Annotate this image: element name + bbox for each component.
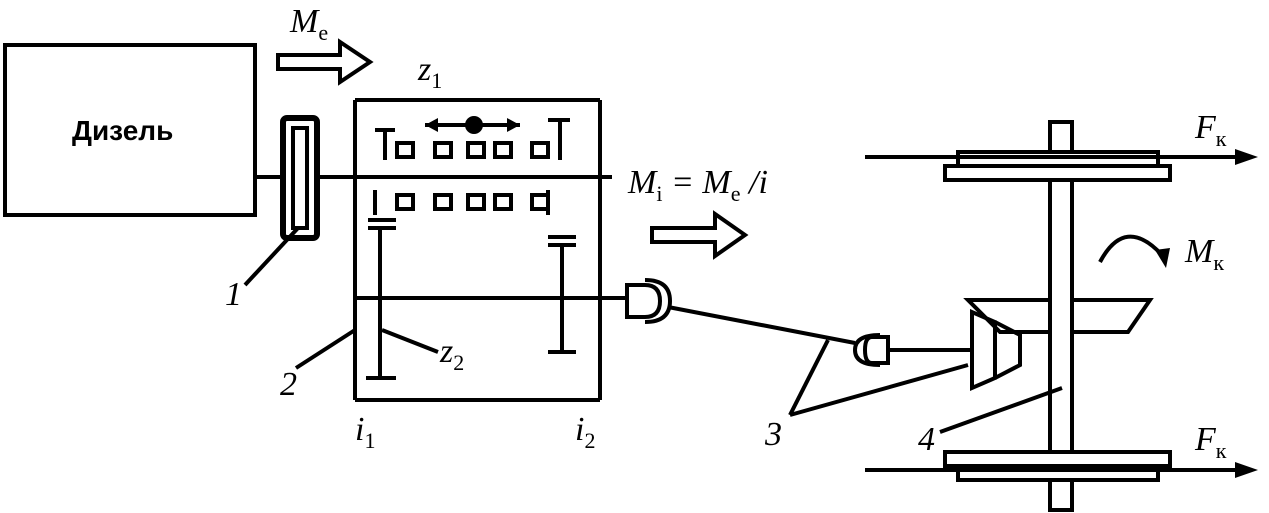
callout-2-label: 2 (280, 366, 297, 403)
callout-1-label: 1 (225, 276, 242, 313)
callout-1-leader (243, 226, 300, 287)
callout-2-leader (294, 328, 357, 370)
axle (1048, 120, 1074, 512)
wheel-torque-arrow (1098, 234, 1170, 268)
traction-top-label: Fк (1194, 109, 1227, 151)
output-torque-label: Mi = Me /i (627, 164, 768, 206)
diesel-engine-label: Дизель (72, 115, 173, 146)
input-torque-label: Me (289, 3, 328, 45)
input-torque-arrow (276, 38, 374, 86)
wheel-torque-label: Mк (1184, 233, 1224, 275)
bottom-wheel (943, 450, 1172, 482)
upper-gears (375, 116, 570, 160)
gearbox-housing (353, 98, 602, 402)
z2-leader (381, 328, 439, 354)
counter-gears (366, 218, 576, 380)
callout-3-leader-b (789, 363, 969, 417)
ratio-i2-label: i2 (575, 411, 595, 453)
callout-4-leader (939, 386, 1063, 434)
universal-joint-2 (852, 333, 890, 367)
gear-z1-label: z1 (417, 51, 442, 93)
output-torque-arrow (650, 210, 749, 260)
callout-3-label: 3 (764, 416, 782, 453)
clutch (280, 115, 320, 241)
universal-joint-1 (625, 278, 673, 324)
propeller-shaft (667, 305, 856, 345)
traction-bottom-label: Fк (1194, 421, 1227, 463)
callout-3-leader-a (788, 339, 830, 416)
ratio-i1-label: i1 (355, 411, 375, 453)
traction-arrow-bottom (865, 462, 1258, 478)
diesel-engine: Дизель (3, 43, 257, 217)
traction-arrow-top (865, 149, 1258, 165)
callout-4-label: 4 (918, 421, 935, 458)
ring-gear (963, 298, 1154, 334)
lower-gears (373, 190, 550, 215)
bevel-pinion (970, 308, 1022, 392)
gear-z2-label: z2 (439, 333, 464, 375)
